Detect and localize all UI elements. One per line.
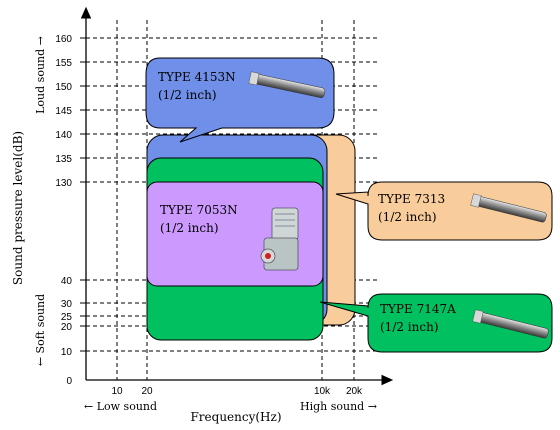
label-type-4153n: TYPE 4153N (158, 70, 236, 84)
x-tick-labels: 10 20 10k 20k (111, 386, 363, 397)
y-tick-label: 10 (61, 347, 73, 358)
x-tick-label: 10k (314, 386, 331, 397)
y-tick-label: 155 (55, 58, 72, 69)
size-type-4153n: (1/2 inch) (158, 88, 217, 102)
y-tick-label: 150 (55, 82, 72, 93)
x-axis-title: Frequency(Hz) (190, 410, 281, 424)
microphone-icon (248, 71, 326, 98)
axes (80, 6, 394, 386)
y-tick-label: 25 (61, 312, 73, 323)
y-tick-label: 135 (55, 154, 72, 165)
x-low-note: ← Low sound (84, 400, 157, 413)
label-type-7147a: TYPE 7147A (380, 302, 456, 316)
callout-type-7313: TYPE 7313 (1/2 inch) (335, 181, 553, 241)
callout-shape-7313 (335, 181, 553, 241)
microphone-icon (472, 309, 549, 339)
label-type-7313: TYPE 7313 (378, 192, 445, 206)
y-tick-label: 130 (55, 178, 72, 189)
sensor-icon (260, 207, 299, 271)
callout-type-4153n: TYPE 4153N (1/2 inch) (145, 57, 335, 143)
y-tick-label: 0 (66, 376, 72, 387)
y-tick-label: 30 (61, 299, 73, 310)
y-tick-label: 40 (61, 276, 73, 287)
x-tick-label: 20k (346, 386, 363, 397)
size-type-7147a: (1/2 inch) (380, 320, 439, 334)
y-axis-title: Sound pressure level(dB) (11, 131, 25, 285)
callout-shape-4153n (145, 57, 335, 143)
y-tick-label: 140 (55, 130, 72, 141)
product-regions (146, 134, 356, 341)
x-tick-label: 20 (141, 386, 153, 397)
y-tick-label: 160 (55, 34, 72, 45)
y-tick-label: 145 (55, 106, 72, 117)
x-high-note: High sound → (300, 400, 377, 413)
x-tick-label: 10 (111, 386, 123, 397)
callout-shape-7147a (319, 293, 553, 353)
size-type-7053n: (1/2 inch) (160, 221, 219, 235)
label-type-7053n: TYPE 7053N (160, 203, 238, 217)
y-loud-note: Loud sound → (34, 36, 47, 114)
size-type-7313: (1/2 inch) (378, 210, 437, 224)
y-soft-note: ← Soft sound (34, 294, 47, 366)
y-tick-label: 20 (61, 322, 73, 333)
microphone-icon (470, 193, 547, 223)
callout-type-7147a: TYPE 7147A (1/2 inch) (319, 293, 553, 353)
